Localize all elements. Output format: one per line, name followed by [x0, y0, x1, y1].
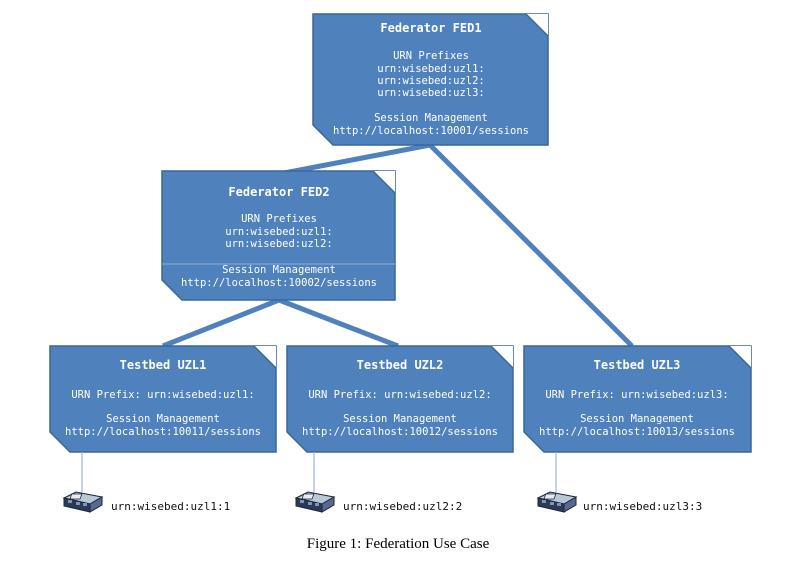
edge-fed1-fed2: [278, 142, 431, 177]
sensor-node-icon: [537, 491, 577, 513]
fed2-urn-heading: URN Prefixes: [241, 213, 317, 225]
uzl3-prefix: URN Prefix: urn:wisebed:uzl3:: [545, 389, 728, 401]
federator-fed2-box: Federator FED2 URN Prefixes urn:wisebed:…: [161, 170, 396, 301]
fed2-title: Federator FED2: [228, 185, 329, 199]
uzl2-session-url: http://localhost:10012/sessions: [302, 426, 498, 438]
fed1-session-url: http://localhost:10001/sessions: [333, 125, 529, 137]
uzl1-session-heading: Session Management: [106, 413, 220, 425]
uzl3-session-url: http://localhost:10013/sessions: [539, 426, 735, 438]
fed1-prefix-1: urn:wisebed:uzl1:: [377, 63, 484, 75]
testbed-uzl2-box: Testbed UZL2 URN Prefix: urn:wisebed:uzl…: [286, 345, 514, 453]
uzl3-session-heading: Session Management: [580, 413, 694, 425]
uzl2-prefix: URN Prefix: urn:wisebed:uzl2:: [308, 389, 491, 401]
fed1-prefix-2: urn:wisebed:uzl2:: [377, 75, 484, 87]
uzl1-session-url: http://localhost:10011/sessions: [65, 426, 261, 438]
sensor-node-icon: [295, 491, 335, 513]
federator-fed1-box: Federator FED1 URN Prefixes urn:wisebed:…: [312, 13, 549, 146]
uzl2-title: Testbed UZL2: [357, 358, 444, 372]
uzl2-session-heading: Session Management: [343, 413, 457, 425]
sensor-node-icon: [63, 491, 103, 513]
uzl1-node-label: urn:wisebed:uzl1:1: [111, 500, 230, 513]
figure-caption: Figure 1: Federation Use Case: [306, 536, 490, 552]
uzl2-node-label: urn:wisebed:uzl2:2: [343, 500, 462, 513]
uzl3-title: Testbed UZL3: [594, 358, 681, 372]
fed1-title: Federator FED1: [380, 21, 481, 35]
edge-fed1-uzl3: [428, 143, 634, 348]
testbed-uzl3-box: Testbed UZL3 URN Prefix: urn:wisebed:uzl…: [523, 345, 752, 453]
uzl3-node-label: urn:wisebed:uzl3:3: [583, 500, 702, 513]
fed1-urn-heading: URN Prefixes: [393, 50, 469, 62]
edge-fed2-uzl2: [278, 297, 399, 349]
fed2-session-heading: Session Management: [222, 264, 336, 276]
testbed-uzl1-box: Testbed UZL1 URN Prefix: urn:wisebed:uzl…: [49, 345, 277, 453]
fed2-prefix-2: urn:wisebed:uzl2:: [225, 238, 332, 250]
uzl1-prefix: URN Prefix: urn:wisebed:uzl1:: [71, 389, 254, 401]
fed2-session-url: http://localhost:10002/sessions: [181, 277, 377, 289]
uzl1-title: Testbed UZL1: [120, 358, 207, 372]
edge-fed2-uzl1: [162, 297, 280, 349]
fed1-prefix-3: urn:wisebed:uzl3:: [377, 87, 484, 99]
fed1-session-heading: Session Management: [374, 112, 488, 124]
fed2-prefix-1: urn:wisebed:uzl1:: [225, 226, 332, 238]
